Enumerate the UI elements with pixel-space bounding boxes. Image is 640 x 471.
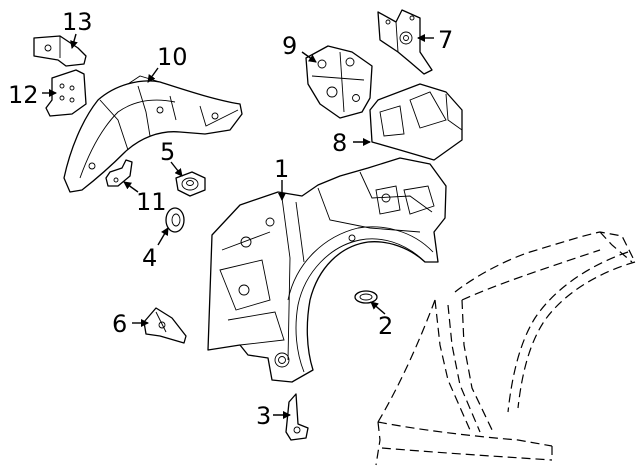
callout-7: 7 xyxy=(438,26,453,54)
pocket-panel-part xyxy=(369,83,463,161)
callout-10: 10 xyxy=(157,43,188,71)
callout-8: 8 xyxy=(332,129,347,157)
shock-tower-bracket-part xyxy=(305,45,373,119)
plug-part xyxy=(165,207,185,233)
callout-labels: 1 2 3 4 5 6 7 8 9 10 11 12 13 xyxy=(8,8,453,430)
outer-quarter-panel-ghost xyxy=(375,231,636,466)
leader-5 xyxy=(170,161,183,177)
callout-6: 6 xyxy=(112,310,127,338)
callout-4: 4 xyxy=(142,244,157,272)
callout-9: 9 xyxy=(282,32,297,60)
callout-2: 2 xyxy=(378,312,393,340)
reinforcement-part xyxy=(143,307,187,344)
leader-11 xyxy=(123,181,139,193)
upper-bracket-part xyxy=(377,9,433,75)
callout-11: 11 xyxy=(136,188,167,216)
callout-12: 12 xyxy=(8,81,39,109)
leader-lines xyxy=(42,33,434,419)
leader-2 xyxy=(370,301,386,315)
bumper-stop-part xyxy=(175,171,206,197)
plate-part xyxy=(45,69,87,117)
callout-3: 3 xyxy=(256,402,271,430)
leader-10 xyxy=(147,67,159,83)
leader-4 xyxy=(157,227,169,246)
inner-quarter-panel-part xyxy=(207,157,447,383)
lower-bracket-part xyxy=(285,393,309,441)
grommet-part xyxy=(354,290,378,304)
leader-13 xyxy=(70,33,78,49)
callout-5: 5 xyxy=(160,138,175,166)
callout-1: 1 xyxy=(274,155,289,183)
wheelhouse-extension-part xyxy=(63,75,243,193)
callout-13: 13 xyxy=(62,8,93,36)
top-bracket-part xyxy=(33,35,87,67)
strap-part xyxy=(105,159,133,187)
leader-9 xyxy=(301,51,317,63)
